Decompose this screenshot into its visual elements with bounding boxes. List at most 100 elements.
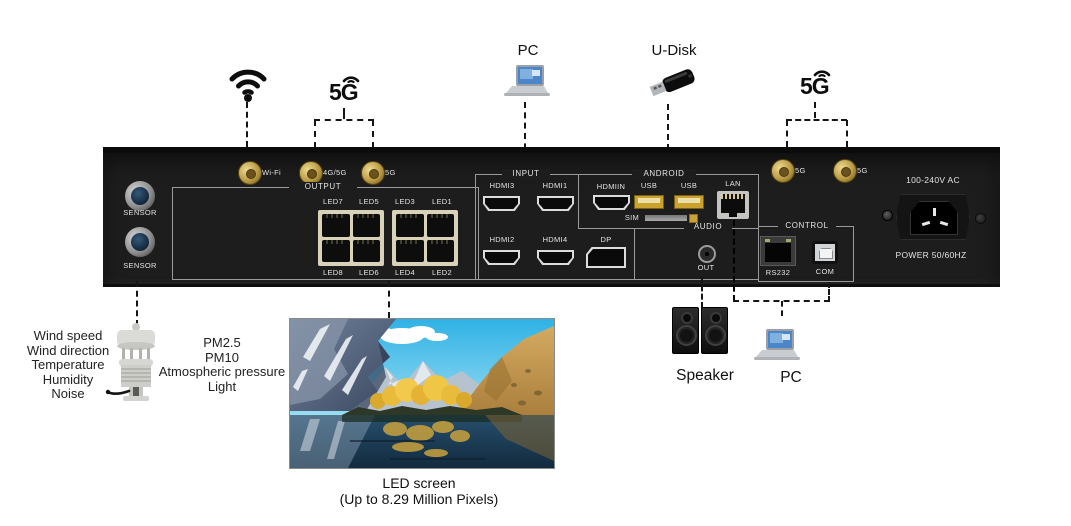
usb1-label: USB [640, 181, 658, 190]
5g-signal-arcs-icon [813, 70, 830, 77]
env-param: Wind speed [33, 328, 103, 343]
led-rj45-block-right [392, 210, 458, 266]
pc-bottom-label: PC [780, 369, 802, 386]
rs232-port [760, 236, 796, 266]
5g-left-drop2-line [372, 120, 374, 148]
udisk-label: U-Disk [651, 42, 697, 59]
dp-audio-divider [634, 228, 635, 279]
sim-slot [645, 215, 687, 221]
hdmiin-port [593, 195, 630, 210]
audio-out-jack [698, 245, 716, 263]
sensor-connector-line [136, 281, 138, 326]
hdmi3-label: HDMI3 [489, 181, 515, 190]
5g-right-bracket-line [786, 119, 847, 121]
input-android-divider [578, 175, 579, 228]
wifi-icon [229, 69, 267, 102]
input-section-label: INPUT [502, 169, 550, 179]
5g-right-stem-line [814, 102, 816, 118]
env-param: Wind direction [26, 342, 110, 358]
led3-port [396, 214, 424, 237]
speaker-icon-right [701, 307, 728, 354]
speaker-label: Speaker [676, 367, 734, 384]
io-section-box: INPUT ANDROID AUDIO HDMI3 HDMI1 HDMIIN U… [475, 169, 759, 280]
sim-label: SIM [624, 213, 640, 222]
speaker-icon-left [672, 307, 699, 354]
pc-top-label: PC [517, 42, 539, 59]
env-param: PM2.5 [203, 335, 241, 350]
panel-top-edge [103, 147, 1000, 153]
lan-connector-line [733, 220, 735, 301]
usb2-label: USB [680, 181, 698, 190]
5g-right-drop2-line [846, 120, 848, 147]
led8-port [322, 239, 350, 262]
com-label: COM [815, 267, 835, 276]
audio-out-label: OUT [697, 263, 715, 272]
5g-left-label: 5G [329, 79, 359, 105]
5g-left-bracket-line [314, 119, 374, 121]
led8-label: LED8 [323, 268, 343, 277]
sensor1-label: SENSOR [123, 208, 157, 217]
led5-label: LED5 [359, 197, 379, 206]
laptop-icon [754, 329, 800, 360]
led-caption-line2: (Up to 8.29 Million Pixels) [339, 490, 499, 507]
c14-power-socket [910, 201, 958, 235]
led4-port [396, 239, 424, 262]
power-voltage-label: 100-240V AC [906, 175, 960, 185]
sensor2-label: SENSOR [123, 261, 157, 270]
env-param: Atmospheric pressure [158, 364, 286, 380]
led5-port [352, 214, 380, 237]
led7-port [322, 214, 350, 237]
laptop-icon [504, 65, 550, 96]
4g5g-antenna-connector [299, 161, 323, 185]
env-params-right: PM2.5 PM10 Atmospheric pressure Light [156, 335, 288, 394]
speaker-connector-line [701, 277, 703, 308]
hdmi4-label: HDMI4 [542, 235, 568, 244]
led-screen-image [289, 318, 555, 469]
5g-left-stem-line [343, 108, 345, 119]
wifi-connector-line [246, 102, 248, 147]
power-screw-left [882, 210, 893, 221]
led6-port [352, 239, 380, 262]
pc-top-connector-line [524, 102, 526, 170]
hdmiin-label: HDMIIN [596, 182, 626, 191]
power-rating-label: POWER 50/60HZ [895, 250, 967, 260]
env-params-left: Wind speed Wind direction Temperature Hu… [16, 328, 120, 402]
sim-eject-button [689, 214, 698, 223]
dp-label: DP [600, 235, 612, 244]
usb1-port [634, 195, 664, 209]
5g-antenna-label-2: 5G [795, 166, 806, 175]
power-inlet-plate [896, 194, 970, 240]
hdmi1-port [537, 196, 574, 211]
4g5g-antenna-label: 4G/5G [323, 168, 347, 177]
sensor-connector-1 [125, 181, 155, 211]
led-screen-connector-line [388, 280, 390, 318]
led-caption-line1: LED screen [382, 475, 456, 491]
env-param: Humidity [42, 371, 94, 387]
android-section-label: ANDROID [632, 169, 696, 179]
led2-port [426, 239, 454, 262]
led1-label: LED1 [432, 197, 452, 206]
5g-left-drop1-line [314, 120, 316, 148]
lan-label: LAN [725, 179, 741, 188]
wifi-antenna-connector [238, 161, 262, 185]
led3-label: LED3 [395, 197, 415, 206]
output-section-box: OUTPUT [172, 182, 479, 280]
rs232-label: RS232 [765, 268, 791, 277]
led4-label: LED4 [395, 268, 415, 277]
led6-label: LED6 [359, 268, 379, 277]
output-section-label: OUTPUT [289, 182, 357, 192]
wifi-antenna-label: Wi-Fi [262, 168, 281, 177]
hdmi4-port [537, 250, 574, 265]
dp-port [586, 247, 626, 268]
env-param: Light [207, 378, 237, 394]
com-port [812, 241, 838, 264]
led7-label: LED7 [323, 197, 343, 206]
control-section-label: CONTROL [778, 221, 836, 231]
5g-antenna-connector-3 [833, 159, 857, 183]
lan-port [717, 191, 749, 219]
led-rj45-block-left [318, 210, 384, 266]
pc-bottom-drop-line [781, 301, 783, 316]
env-param: Noise [51, 386, 85, 402]
controller-rear-panel: SENSOR SENSOR Wi-Fi 4G/5G 5G 5G 5G OUTPU… [103, 147, 1000, 287]
